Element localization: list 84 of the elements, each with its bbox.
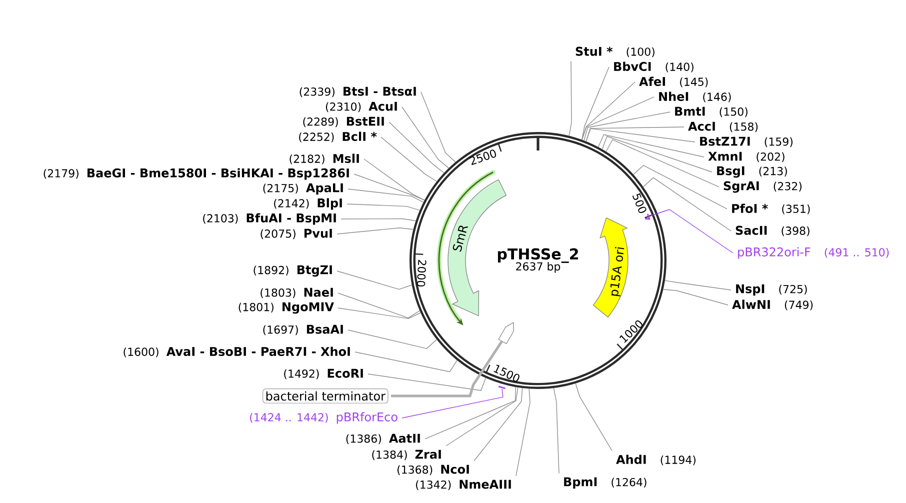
site-label: BbvCI (140) bbox=[614, 62, 694, 72]
leader-line bbox=[633, 164, 728, 210]
site-label: BpmI (1264) bbox=[564, 477, 646, 489]
site-label: (1801) NgoMIV bbox=[238, 302, 334, 314]
site-label: NheI (146) bbox=[659, 92, 731, 102]
leader-line bbox=[584, 112, 670, 141]
site-label: (1384) ZraI bbox=[372, 450, 441, 460]
site-label: (2175) ApaLI bbox=[263, 183, 343, 195]
leader-line bbox=[402, 388, 504, 418]
tick-label: 2000 bbox=[416, 260, 426, 286]
site-label: (1600) AvaI - BsoBI - PaeR7I - XhoI bbox=[124, 346, 350, 358]
site-label: (2103) BfuAI - BspMI bbox=[203, 213, 336, 225]
site-label: BmtI (150) bbox=[675, 106, 748, 118]
leader-line bbox=[354, 174, 425, 201]
site-label: (2182) MslI bbox=[290, 154, 359, 164]
tick-label: 1500 bbox=[494, 364, 520, 382]
leader-line bbox=[642, 177, 732, 232]
leader-line bbox=[586, 128, 696, 142]
site-label: AhdI (1194) bbox=[616, 454, 696, 466]
leader-line bbox=[602, 136, 712, 172]
leader-line bbox=[575, 383, 612, 452]
leader-line bbox=[364, 158, 425, 201]
leader-line bbox=[402, 106, 450, 168]
site-label: (1342) NmeAIII bbox=[416, 480, 511, 490]
leader-line bbox=[380, 136, 438, 182]
site-label: AlwNI (749) bbox=[732, 300, 813, 310]
leader-line bbox=[336, 228, 414, 234]
leader-line bbox=[568, 60, 572, 136]
leader-line bbox=[346, 204, 420, 211]
site-label: BstZ17I (159) bbox=[700, 136, 792, 148]
site-label: (2289) BstEII bbox=[303, 116, 384, 128]
site-label: PfoI * (351) bbox=[732, 204, 810, 214]
leader-line bbox=[553, 388, 560, 474]
leader-line bbox=[662, 289, 728, 306]
terminator-symbol bbox=[498, 322, 514, 344]
primer-label: pBR322ori-F (491 .. 510) bbox=[738, 247, 889, 259]
site-label: (2179) BaeGI - Bme1580I - BsiHKAI - Bsp1286I bbox=[44, 168, 349, 180]
leader-line bbox=[368, 374, 486, 391]
leader-line bbox=[391, 340, 504, 398]
leader-line bbox=[354, 352, 458, 372]
tick-label: 2500 bbox=[469, 150, 496, 166]
site-label: AccI (158) bbox=[688, 122, 758, 132]
leader-line bbox=[388, 122, 444, 174]
leader-line bbox=[606, 139, 720, 188]
site-label: BsgI (213) bbox=[717, 166, 787, 178]
site-label: (2310) AcuI bbox=[326, 102, 397, 112]
primer-mark bbox=[645, 214, 650, 220]
leader-line bbox=[582, 96, 654, 140]
leader-line bbox=[336, 270, 412, 290]
site-label: (1892) BtgZI bbox=[254, 265, 332, 277]
leader-line bbox=[348, 330, 438, 349]
site-label: StuI * (100) bbox=[576, 46, 654, 58]
site-label: (2339) BtsI - BtsαI bbox=[300, 86, 416, 98]
site-label: (2075) PvuI bbox=[260, 228, 332, 240]
leader-line bbox=[664, 280, 732, 290]
site-label: (2142) BlpI bbox=[274, 198, 342, 210]
leader-line bbox=[598, 134, 704, 158]
feature-label: bacterial terminator bbox=[262, 388, 388, 404]
site-label: SacII (398) bbox=[736, 226, 810, 236]
site-label: SgrAI (232) bbox=[724, 181, 802, 193]
site-label: XmnI (202) bbox=[708, 152, 784, 162]
primer-label: (1424 .. 1442) pBRforEco bbox=[250, 412, 398, 424]
leader-line bbox=[650, 209, 734, 254]
leader-line bbox=[338, 308, 421, 319]
site-label: (2252) BclI * bbox=[299, 132, 377, 142]
leader-line bbox=[338, 292, 420, 318]
site-label: (1803) NaeI bbox=[260, 288, 333, 298]
site-label: AfeI (145) bbox=[639, 76, 708, 88]
leader-line bbox=[348, 188, 424, 202]
primer-mark bbox=[498, 386, 506, 390]
leader-line bbox=[516, 388, 530, 476]
leader-line bbox=[582, 66, 610, 140]
tick-label: 500 bbox=[632, 193, 646, 213]
leader-line bbox=[420, 92, 456, 162]
site-label: (1697) BsaAI bbox=[263, 324, 343, 336]
leader-line bbox=[446, 387, 518, 446]
site-label: NspI (725) bbox=[736, 284, 807, 296]
leader-line bbox=[582, 82, 636, 140]
leader-line bbox=[340, 218, 416, 222]
leader-line bbox=[424, 386, 516, 440]
leader-line bbox=[474, 388, 523, 462]
site-label: (1386) AatII bbox=[346, 434, 420, 444]
site-label: (1492) EcoRI bbox=[284, 368, 363, 380]
site-label: (1368) NcoI bbox=[398, 464, 469, 476]
